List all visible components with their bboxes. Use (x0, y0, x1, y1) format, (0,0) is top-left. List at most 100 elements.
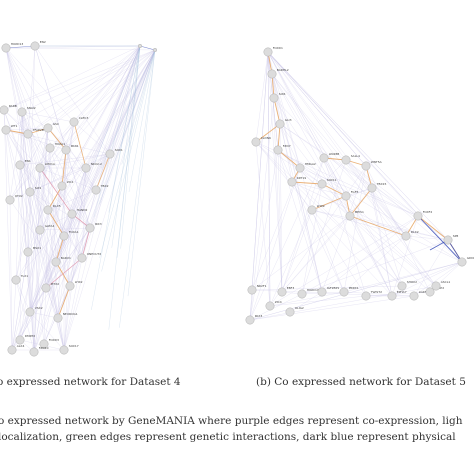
network-edge (321, 183, 437, 287)
network-edge (249, 157, 325, 321)
network-edge (271, 73, 403, 287)
network-edge (251, 285, 403, 291)
network-edge (5, 129, 111, 155)
network-node (5, 195, 15, 205)
network-edge (271, 73, 437, 287)
network-edge (273, 97, 351, 217)
network-edge (267, 51, 463, 263)
node-label: SNAI2 (27, 106, 36, 110)
node-label: FOXD1 (273, 46, 283, 50)
node-label: LIN28B (329, 152, 340, 156)
node-label: EBF3 (287, 286, 295, 290)
node-label: HOXD13 (11, 42, 24, 46)
network-edge (5, 47, 31, 193)
network-edge (349, 215, 407, 237)
network-edge (301, 239, 449, 295)
network-edge (269, 165, 367, 307)
node-label: FOXD3 (49, 338, 59, 342)
network-edge (81, 49, 156, 259)
network-edge (45, 287, 59, 319)
network-edge (267, 51, 367, 167)
network-node (67, 209, 77, 219)
network-edge (29, 45, 141, 193)
network-edge (85, 45, 141, 169)
network-edge (391, 261, 463, 297)
subcaption-dataset-5: (b) Co expressed network for Dataset 5 (256, 376, 466, 388)
network-edge (9, 199, 71, 287)
network-node (425, 287, 435, 297)
node-label: WNT5A (371, 160, 383, 164)
node-label: TLX1 (20, 274, 29, 278)
network-node (35, 225, 45, 235)
node-label: EPHA7 (397, 290, 407, 294)
node-label: HOXC10 (307, 288, 319, 292)
network-edge (34, 45, 111, 155)
network-edge (271, 73, 283, 293)
node-label: NKX2-2 (91, 162, 102, 166)
node-label: BARHL2 (277, 68, 289, 72)
network-edge (267, 51, 313, 211)
network-node (25, 187, 35, 197)
network-node (91, 185, 101, 195)
network-edge (269, 291, 345, 307)
network-edge (21, 111, 49, 129)
network-node (247, 285, 257, 295)
node-label: SP8 (453, 234, 459, 238)
network-edge (29, 311, 59, 319)
network-edge (365, 291, 431, 297)
network-edge (39, 213, 73, 231)
network-edge (69, 49, 156, 287)
network-edge (39, 45, 141, 231)
node-label: DMRT2 (25, 334, 36, 338)
network-edge (255, 51, 269, 143)
network-edge (39, 227, 91, 231)
network-edge (3, 45, 141, 111)
network-edge (5, 47, 65, 237)
node-label: VSX2 (35, 306, 43, 310)
network-node (443, 235, 453, 245)
network-node (409, 291, 419, 301)
network-node (295, 163, 305, 173)
network-node (25, 307, 35, 317)
network-node (152, 47, 158, 53)
network-node (431, 281, 441, 291)
network-edge (311, 209, 345, 293)
network-edge (15, 167, 41, 281)
node-label: NR2F1 (257, 284, 267, 288)
network-edge (39, 167, 97, 191)
node-label: EN2 (40, 40, 46, 44)
node-label: HOXA1 (55, 142, 66, 146)
network-node (43, 205, 53, 215)
node-label: IGF2BP1 (327, 286, 340, 290)
network-node (307, 205, 317, 215)
network-edge (5, 127, 49, 131)
network-node (61, 145, 71, 155)
network-edge (55, 235, 65, 263)
network-edge (57, 285, 71, 319)
node-label: SOX17 (69, 344, 79, 348)
network-edge (255, 141, 323, 185)
network-node (105, 149, 115, 159)
network-edge (63, 49, 156, 351)
network-edge (73, 121, 87, 169)
network-edge (45, 167, 87, 289)
network-edge (15, 279, 35, 353)
node-label: IRX3 (95, 222, 102, 226)
network-edge (311, 209, 449, 241)
network-edge (417, 215, 463, 263)
network-edge (251, 167, 301, 291)
network-edge (9, 199, 13, 351)
network-edge (345, 159, 463, 263)
network-edge (321, 215, 419, 293)
network-node (59, 231, 69, 241)
network-edge (267, 51, 347, 197)
node-label: FZD7 (283, 144, 291, 148)
node-label: MSX1 (33, 246, 42, 250)
network-edge (27, 251, 35, 353)
node-label: GLI3 (285, 118, 292, 122)
network-edge (291, 181, 403, 287)
network-edge (127, 49, 156, 297)
network-edge (251, 51, 269, 291)
network-edge (435, 261, 463, 287)
